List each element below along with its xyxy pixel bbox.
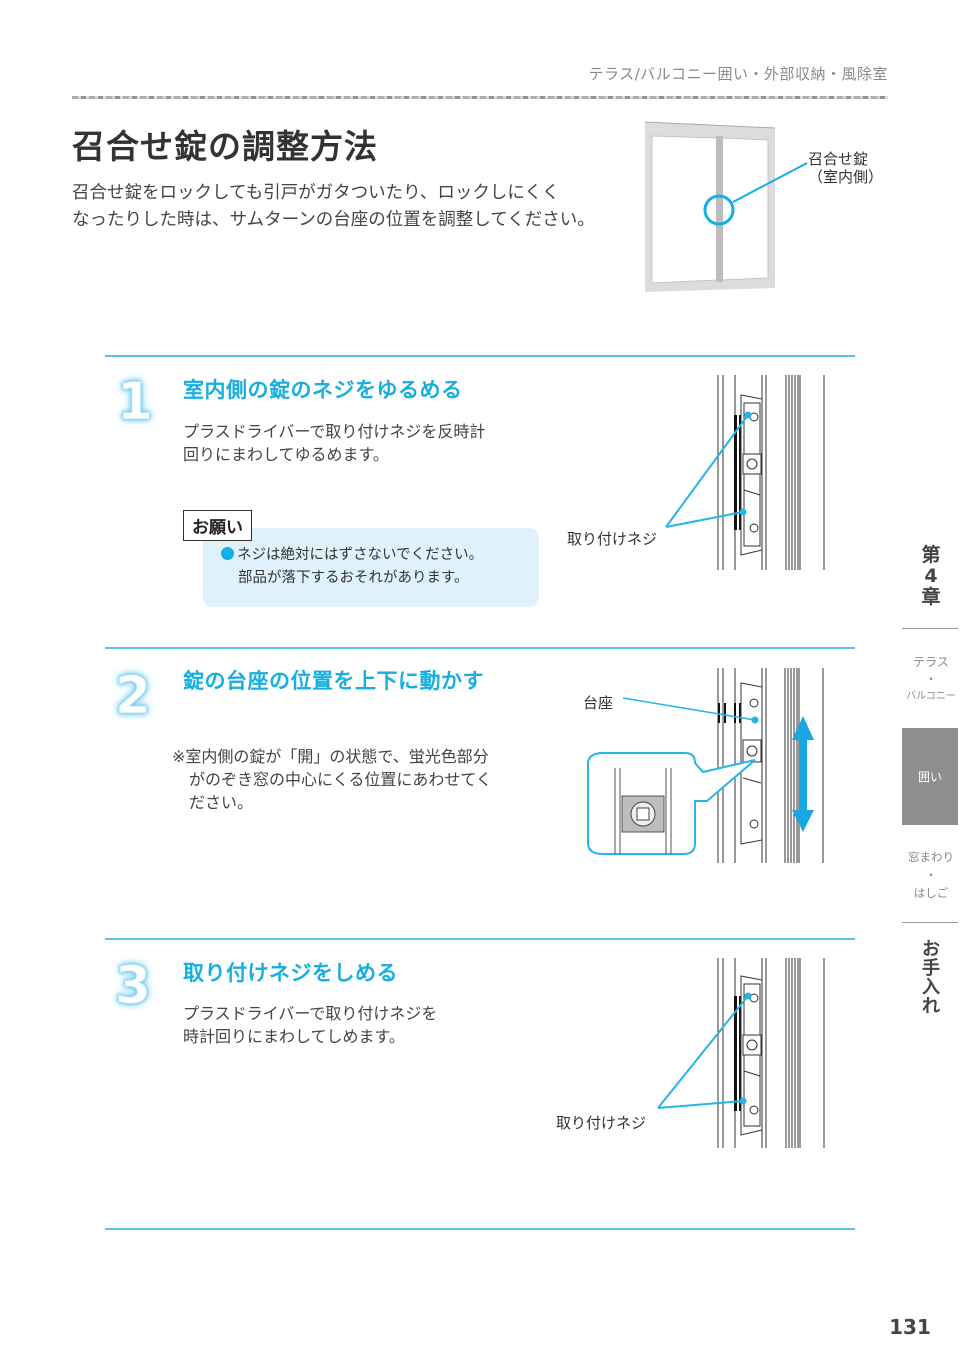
step-3-divider	[105, 938, 855, 940]
side-tab-window-ladder[interactable]: 窓まわり ・ はしご	[902, 848, 960, 902]
running-header: テラス/バルコニー囲い・外部収納・風除室	[588, 65, 888, 83]
side-tab-label: ・	[924, 672, 937, 686]
step-3-number: 3	[114, 956, 152, 1017]
note-line: ネジは絶対にはずさないでください。	[221, 544, 539, 567]
note-line: 部品が落下するおそれがあります。	[238, 570, 469, 586]
step-2-callout: 台座	[583, 694, 614, 712]
chapter-indicator: 第 4 章	[902, 545, 960, 608]
bottom-divider	[105, 1228, 855, 1230]
step-2-body: ※室内側の錠が「開」の状態で、蛍光色部分 がのぞき窓の中心にくる位置にあわせてく…	[172, 745, 492, 814]
note-box: ネジは絶対にはずさないでください。 部品が落下するおそれがあります。	[203, 528, 539, 607]
hero-callout: 召合せ錠 （室内側）	[808, 150, 883, 186]
intro-text: 召合せ錠をロックしても引戸がガタついたり、ロックしにくく なったりした時は、サム…	[72, 180, 612, 234]
side-tab-label: 窓まわり	[908, 850, 954, 864]
step-3-lock-figure	[590, 958, 835, 1152]
step-2-title: 錠の台座の位置を上下に動かす	[183, 669, 484, 693]
step-body-line: プラスドライバーで取り付けネジを反時計	[183, 422, 486, 441]
intro-line: 召合せ錠をロックしても引戸がガタついたり、ロックしにくく	[72, 183, 560, 203]
note-text: ネジは絶対にはずさないでください。	[237, 547, 484, 563]
sliding-door-illustration	[644, 121, 808, 292]
step-1-callout: 取り付けネジ	[567, 530, 658, 548]
step-3-callout: 取り付けネジ	[556, 1114, 647, 1132]
step-1-title: 室内側の錠のネジをゆるめる	[183, 378, 463, 402]
step-3-body: プラスドライバーで取り付けネジを 時計回りにまわしてしめます。	[183, 1002, 437, 1048]
step-body-line: がのぞき窓の中心にくる位置にあわせてく	[189, 770, 492, 789]
side-tab-char: れ	[922, 996, 940, 1017]
hero-callout-line: （室内側）	[808, 168, 884, 186]
step-1-body: プラスドライバーで取り付けネジを反時計 回りにまわしてゆるめます。	[183, 420, 485, 466]
step-1-lock-figure	[600, 375, 835, 574]
side-divider	[902, 628, 958, 629]
step-body-line: ※室内側の錠が「開」の状態で、蛍光色部分	[172, 747, 489, 766]
side-tab-label: ・	[925, 868, 937, 882]
side-tab-char: 入	[922, 977, 940, 998]
side-tab-terrace-balcony[interactable]: テラス ・ バルコニー	[902, 654, 960, 705]
side-tab-label: バルコニー	[906, 691, 956, 702]
bullet-icon	[221, 547, 234, 560]
intro-line: なったりした時は、サムターンの台座の位置を調整してください。	[72, 210, 595, 230]
step-body-line: プラスドライバーで取り付けネジを	[183, 1004, 438, 1023]
side-tab-label: 囲い	[917, 770, 942, 784]
page-number: 131	[889, 1315, 931, 1339]
step-body-line: ださい。	[189, 793, 254, 812]
step-1-number: 1	[116, 372, 154, 433]
step-2-divider	[105, 647, 855, 649]
chapter-char: 第	[921, 544, 941, 566]
lock-screws-illustration	[657, 958, 825, 1148]
header-divider	[72, 96, 888, 99]
chapter-char: 章	[921, 586, 941, 608]
side-tab-care[interactable]: お 手 入 れ	[902, 940, 960, 1016]
step-2-lock-figure	[585, 668, 835, 867]
page-title: 召合せ錠の調整方法	[72, 127, 378, 166]
step-3-title: 取り付けネジをしめる	[183, 961, 398, 985]
lock-base-illustration	[587, 668, 824, 863]
side-tab-label: はしご	[913, 886, 949, 900]
side-tab-label: テラス	[913, 655, 949, 669]
step-body-line: 回りにまわしてゆるめます。	[183, 445, 389, 464]
step-body-line: 時計回りにまわしてしめます。	[183, 1027, 405, 1046]
side-tab-enclosure-active[interactable]: 囲い	[902, 728, 958, 825]
side-tab-char: 手	[922, 958, 940, 979]
step-2-number: 2	[114, 666, 152, 727]
hero-callout-line: 召合せ錠	[808, 150, 869, 168]
sliding-door-figure	[640, 118, 900, 298]
step-1-divider	[105, 355, 855, 357]
side-tab-char: お	[922, 939, 940, 960]
side-divider	[902, 922, 958, 923]
note-label: お願い	[183, 510, 252, 541]
lock-screws-illustration	[665, 375, 825, 570]
chapter-char: 4	[924, 565, 938, 587]
